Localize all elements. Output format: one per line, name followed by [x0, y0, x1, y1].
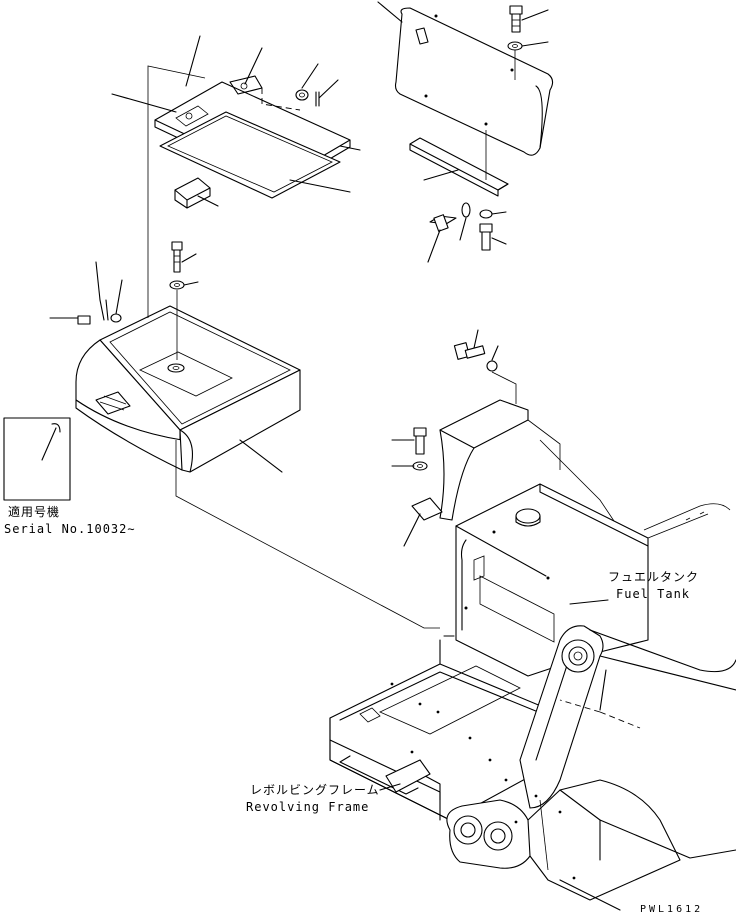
serial-applicability-box [3, 417, 71, 501]
serial-label-jp: 適用号機 [8, 505, 61, 519]
drawing-code: PWL1612 [640, 904, 704, 915]
revolving-frame-label-en: Revolving Frame [246, 800, 370, 814]
revolving-frame-label-jp: レボルビングフレーム [250, 783, 380, 797]
revolving-frame [329, 625, 736, 911]
bracket-lower [391, 329, 621, 547]
toolbox-body [75, 299, 301, 473]
lid-gasket [159, 111, 341, 199]
toolbox-latch [95, 391, 131, 415]
side-cover-assembly [377, 1, 554, 263]
bracket-bolt [427, 202, 507, 263]
leader-lines-lid [111, 35, 361, 207]
toolbox-side-panel [179, 369, 301, 473]
fuel-tank-label-en: Fuel Tank [616, 587, 691, 601]
toolbox-lid-assembly [154, 75, 351, 209]
small-pad [77, 315, 91, 325]
leader-lines-toolbox [49, 253, 283, 473]
leader-lines-labels [379, 599, 609, 791]
fuel-tank-label-jp: フュエルタンク [608, 570, 700, 584]
toolbox-bolt [169, 241, 185, 290]
serial-label-en: Serial No.10032∼ [4, 522, 136, 536]
rubber-pad [174, 177, 211, 201]
fuel-tank [455, 483, 731, 677]
assembly-guide-lines [147, 65, 440, 629]
